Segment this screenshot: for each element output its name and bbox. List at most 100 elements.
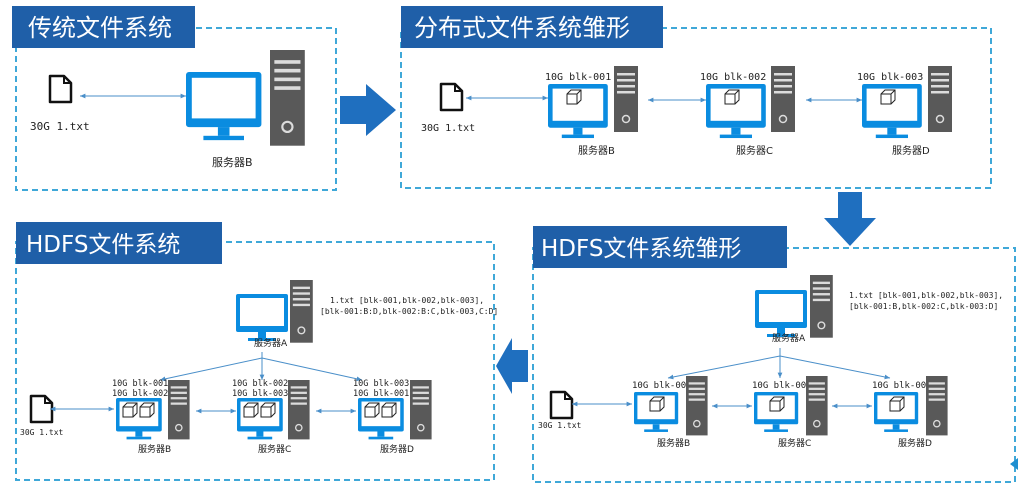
- panel-title-bg: [12, 6, 195, 48]
- file-label: 30G 1.txt: [30, 120, 90, 133]
- block-cube-icon: [122, 402, 138, 418]
- server-node: 10G blk-001 服务器B: [632, 375, 709, 449]
- server-tower-icon: [809, 274, 834, 339]
- panel-title-bg: [533, 226, 787, 268]
- monitor-icon: [358, 398, 404, 440]
- server-tower-icon: [805, 375, 829, 437]
- server-label: 服务器B: [657, 437, 690, 449]
- server-tower-icon: [770, 65, 796, 133]
- server-tower-icon: [289, 279, 314, 344]
- file-label: 30G 1.txt: [421, 123, 475, 134]
- block-label: 10G blk-003: [872, 381, 932, 391]
- server-label: 服务器B: [138, 443, 171, 455]
- panel-border: [532, 247, 1016, 483]
- block-cube-icon: [260, 402, 276, 418]
- file-icon: [439, 82, 464, 112]
- block-cube-icon: [889, 396, 905, 412]
- server-node: 10G blk-001 10G blk-002 服务器B: [112, 379, 191, 455]
- panel-title-bg: [401, 6, 663, 48]
- block-label: 10G blk-003: [857, 72, 923, 83]
- server-label: 服务器D: [898, 437, 932, 449]
- metadata-line: 1.txt [blk-001,blk-002,blk-003],: [849, 291, 1003, 300]
- server-node: 10G blk-001 服务器B: [545, 65, 639, 157]
- panel-title-bg: [16, 222, 222, 264]
- block-label: 10G blk-003: [232, 389, 288, 399]
- monitor-icon: [755, 290, 807, 337]
- server-label: 服务器C: [736, 144, 773, 157]
- block-cube-icon: [243, 402, 259, 418]
- server-tower-icon: [613, 65, 639, 133]
- namenode-label: 服务器A: [772, 332, 806, 344]
- connector-line: [261, 357, 363, 382]
- block-label: 10G blk-001: [545, 72, 611, 83]
- monitor-icon: [186, 72, 262, 141]
- connector-line: [667, 355, 781, 380]
- block-label: 10G blk-003: [353, 379, 409, 389]
- file-label: 30G 1.txt: [20, 428, 64, 437]
- connector-line: [779, 355, 891, 380]
- namenode-label: 服务器A: [254, 337, 288, 349]
- panel-hdfs-prototype: HDFS文件系统雏形 服务器A 1.txt [blk-001,blk-002,b…: [532, 226, 1018, 483]
- monitor-icon: [237, 398, 283, 440]
- server-label: 服务器B: [212, 156, 253, 169]
- namenode: 服务器A 1.txt [blk-001,blk-002,blk-003], [b…: [236, 279, 498, 349]
- block-label: 10G blk-001: [632, 381, 692, 391]
- block-cube-icon: [139, 402, 155, 418]
- panel-border: [400, 27, 992, 189]
- metadata-line: [blk-001:B:D,blk-002:B:C,blk-003,C:D]: [320, 307, 498, 316]
- server-tower-icon: [409, 379, 433, 441]
- server-label: 服务器C: [778, 437, 811, 449]
- server-node: 10G blk-002 服务器C: [700, 65, 796, 157]
- panel-traditional: 传统文件系统 30G 1.txt 服务器B: [12, 6, 337, 191]
- server-label: 服务器D: [380, 443, 414, 455]
- monitor-icon: [236, 294, 288, 341]
- metadata-line: [blk-001:B,blk-002:C,blk-003:D]: [849, 302, 998, 311]
- panel-distributed-prototype: 分布式文件系统雏形 30G 1.txt 10G blk-001 服务器B 10G…: [400, 6, 992, 189]
- flow-arrow-left-icon: [496, 338, 528, 394]
- block-cube-icon: [880, 89, 896, 105]
- file-icon: [29, 394, 54, 424]
- file-icon: [48, 74, 73, 104]
- monitor-icon: [116, 398, 162, 440]
- server-label: 服务器C: [258, 443, 291, 455]
- panel-hdfs: HDFS文件系统 服务器A 1.txt [blk-001,blk-002,blk…: [15, 222, 498, 481]
- block-cube-icon: [769, 396, 785, 412]
- block-cube-icon: [566, 89, 582, 105]
- block-label: 10G blk-002: [232, 379, 288, 389]
- metadata-line: 1.txt [blk-001,blk-002,blk-003],: [330, 296, 484, 305]
- server-node: 10G blk-003 服务器D: [872, 375, 949, 449]
- file-label: 30G 1.txt: [538, 421, 582, 430]
- block-label: 10G blk-002: [112, 389, 168, 399]
- flow-arrow-down-icon: [824, 192, 876, 246]
- flow-arrow-right-icon: [340, 84, 396, 136]
- block-cube-icon: [724, 89, 740, 105]
- server-tower-icon: [685, 375, 709, 437]
- panel-border: [15, 241, 495, 481]
- corner-play-icon: [1010, 458, 1018, 470]
- panel-title: 传统文件系统: [28, 14, 172, 42]
- server-tower-icon: [927, 65, 953, 133]
- server-tower-icon: [268, 48, 306, 147]
- server-tower-icon: [167, 379, 191, 441]
- block-label: 10G blk-002: [700, 72, 766, 83]
- namenode: 服务器A 1.txt [blk-001,blk-002,blk-003], [b…: [755, 274, 1003, 344]
- block-cube-icon: [364, 402, 380, 418]
- panel-title: HDFS文件系统雏形: [541, 236, 741, 262]
- block-cube-icon: [649, 396, 665, 412]
- server-label: 服务器D: [892, 144, 930, 157]
- server-tower-icon: [287, 379, 311, 441]
- server-node: 10G blk-002 10G blk-003 服务器C: [232, 379, 311, 455]
- server-node: 10G blk-002 服务器C: [752, 375, 829, 449]
- block-label: 10G blk-002: [752, 381, 812, 391]
- panel-title: 分布式文件系统雏形: [414, 14, 630, 42]
- block-cube-icon: [381, 402, 397, 418]
- block-label: 10G blk-001: [112, 379, 168, 389]
- server-node: 10G blk-003 10G blk-001 服务器D: [353, 379, 433, 455]
- connector-line: [159, 357, 263, 382]
- server-label: 服务器B: [578, 144, 615, 157]
- block-label: 10G blk-001: [353, 389, 409, 399]
- server-node: 10G blk-003 服务器D: [857, 65, 953, 157]
- server-tower-icon: [925, 375, 949, 437]
- panel-title: HDFS文件系统: [26, 232, 180, 258]
